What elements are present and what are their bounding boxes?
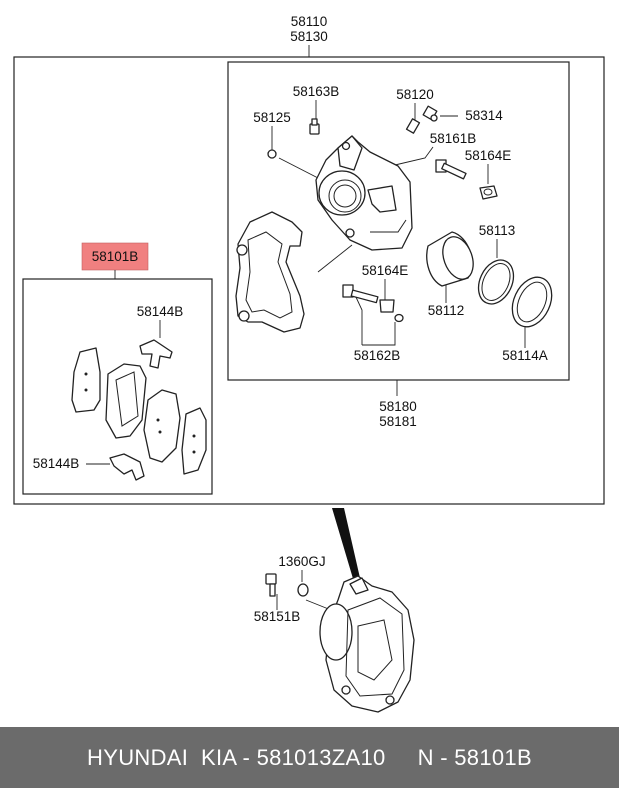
label-dust-boot: 58114A (502, 348, 548, 363)
installed-caliper (319, 575, 415, 713)
label-caliper-b: 58181 (379, 414, 417, 429)
bleeder-screw (405, 105, 438, 134)
pad-backing-1 (105, 363, 147, 439)
label-washer: 1360GJ (278, 554, 325, 569)
label-bleeder-cap: 58125 (253, 110, 291, 125)
guide-bolt-bottom (342, 284, 379, 304)
pointer-wedge (332, 508, 360, 582)
label-pad-kit[interactable]: 58101B (92, 249, 139, 264)
sensor-pin (309, 118, 320, 135)
assembly-frame (13, 56, 605, 505)
caliper-frame (227, 61, 570, 381)
brake-caliper-exploded-diagram: 58110 58130 58101B 58163B 58125 58120 58… (13, 14, 605, 713)
caliper-bracket (235, 211, 305, 333)
label-shim-top: 58144B (137, 304, 184, 319)
seal-ring (477, 259, 515, 305)
pad-outer-right (181, 407, 207, 475)
pad-kit-highlight (81, 242, 149, 271)
label-seal: 58113 (479, 223, 516, 238)
label-shim-bottom: 58144B (33, 456, 80, 471)
label-caliper-a: 58180 (379, 399, 417, 414)
pad-kit-frame (22, 278, 213, 495)
part-number-footer: HYUNDAI KIA - 581013ZA10 N - 58101B (0, 727, 619, 788)
anti-squeal-shim-top (139, 339, 173, 369)
pad-outer-left (71, 347, 101, 413)
piston-part (426, 231, 474, 287)
label-guide-bolt-top: 58161B (430, 131, 477, 146)
boot-bottom (379, 299, 404, 323)
label-assembly-b: 58130 (290, 29, 328, 44)
label-piston: 58112 (428, 303, 465, 318)
label-assembly-a: 58110 (291, 14, 328, 29)
label-boot-top: 58164E (465, 148, 512, 163)
label-mount-bolt: 58151B (254, 609, 301, 624)
label-sensor: 58163B (293, 84, 340, 99)
dust-boot-part (511, 276, 553, 328)
caliper-body (315, 135, 413, 251)
mount-bolt-part (265, 573, 277, 597)
washer-part (297, 583, 309, 597)
label-bleeder: 58120 (396, 87, 434, 102)
label-boot-bottom: 58164E (362, 263, 409, 278)
boot-top (479, 185, 498, 200)
guide-bolt-top (435, 159, 467, 180)
anti-squeal-shim-bottom (109, 453, 145, 481)
label-guide-bolt-bottom: 58162B (354, 348, 401, 363)
label-bleeder-cap2: 58314 (465, 108, 503, 123)
bleeder-cap-part (267, 149, 277, 159)
footer-text: HYUNDAI KIA - 581013ZA10 N - 58101B (87, 744, 532, 770)
pad-backing-2 (143, 389, 181, 463)
